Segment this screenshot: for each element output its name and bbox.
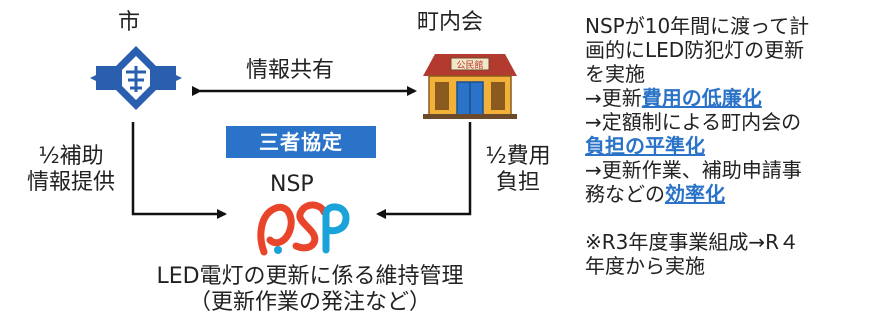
council-to-nsp-arrow — [376, 122, 472, 219]
notes-panel: NSPが10年間に渡って計 画的にLED防犯灯の更新 を実施 →更新費用の低廉化… — [585, 14, 875, 278]
agreement-badge: 三者協定 — [226, 126, 376, 158]
note-line7: →更新作業、補助申請事 — [585, 158, 802, 182]
council-label: 町内会 — [417, 10, 484, 35]
note-line4: →更新費用の低廉化 — [585, 86, 875, 110]
note-highlight-efficiency: 効率化 — [665, 182, 725, 206]
community-hall-icon: 公民館 — [423, 54, 517, 119]
note-highlight-cost: 費用の低廉化 — [641, 86, 762, 110]
left-flow-label: ½補助 情報提供 — [16, 144, 126, 196]
note-line8: 務などの効率化 — [585, 182, 875, 206]
nsp-logo-icon — [257, 201, 350, 256]
city-emblem-icon — [90, 46, 182, 110]
note-line4-prefix: →更新 — [585, 86, 642, 110]
note-line1: NSPが10年間に渡って計 — [585, 14, 810, 38]
city-to-nsp-arrow — [131, 122, 227, 219]
info-share-label: 情報共有 — [246, 58, 335, 83]
bottom-line1: LED電灯の更新に係る維持管理 — [156, 264, 464, 289]
right-flow-line2: 負担 — [495, 170, 540, 195]
bottom-line2: （更新作業の発注など） — [188, 290, 431, 315]
note-highlight-burden: 負担の平準化 — [585, 134, 705, 158]
note-spacer — [585, 206, 875, 230]
note-line5: →定額制による町内会の — [585, 110, 802, 134]
bottom-caption: LED電灯の更新に係る維持管理 （更新作業の発注など） — [100, 264, 520, 316]
left-flow-line1: ½補助 — [38, 144, 104, 169]
city-label: 市 — [118, 10, 141, 35]
right-flow-label: ½費用 負担 — [478, 144, 558, 196]
note-line3: を実施 — [585, 62, 645, 86]
footnote-line1: ※R3年度事業組成→R４ — [585, 230, 800, 254]
right-flow-line1: ½費用 — [485, 144, 551, 169]
note-line8-prefix: 務などの — [585, 182, 665, 206]
note-line6: 負担の平準化 — [585, 134, 875, 158]
note-line2: 画的にLED防犯灯の更新 — [585, 38, 805, 62]
nsp-label: NSP — [270, 172, 314, 197]
footnote-line2: 年度から実施 — [585, 254, 705, 278]
left-flow-line2: 情報提供 — [26, 170, 115, 195]
hall-sign-text: 公民館 — [456, 59, 483, 71]
